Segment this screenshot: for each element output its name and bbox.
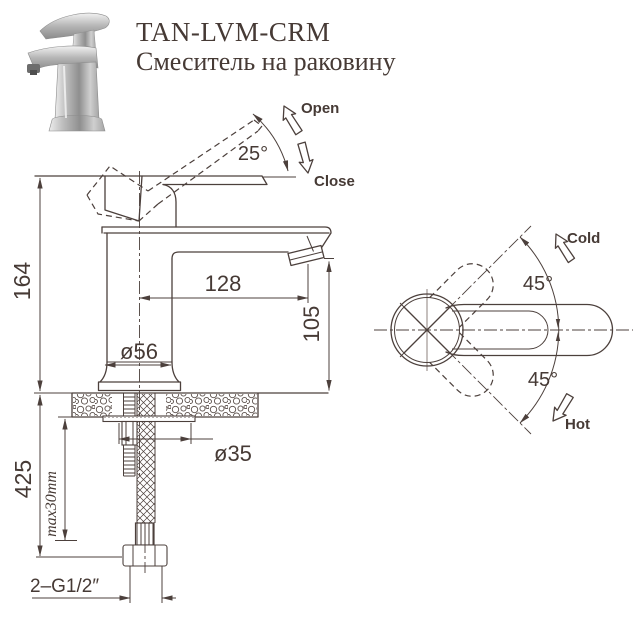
cold-arrow-icon: [554, 233, 576, 264]
top-view-body: [390, 293, 464, 367]
open-arrow-icon: [282, 105, 303, 136]
close-arrow-icon: [297, 141, 314, 174]
dimension-hole-diameter: ø35: [118, 423, 252, 466]
dimension-base-diameter: ø56: [104, 339, 172, 368]
dim-deck-thickness-label: max30mm: [43, 471, 60, 537]
dim-total-height-label: 164: [9, 262, 35, 301]
product-photo: [27, 12, 110, 132]
dim-hole-diameter-label: ø35: [214, 441, 252, 466]
dim-hose-length-label: 425: [10, 460, 36, 498]
cold-label: Cold: [567, 230, 600, 247]
threaded-stud: [123, 394, 135, 416]
dimension-spout-height: 105: [299, 258, 334, 391]
page-subtitle: Смеситель на раковину: [136, 47, 396, 76]
swing-hot-label: 45°: [528, 369, 558, 391]
handle-angle-label: 25°: [238, 143, 268, 165]
hose-end-fitting: [122, 522, 168, 573]
cold-hot-indicators: Cold Hot: [552, 230, 600, 433]
mounting-nut: [121, 420, 138, 446]
hot-arrow-icon: [552, 393, 574, 422]
dimension-spout-reach: 128: [139, 264, 309, 303]
dim-connection-label: 2–G1/2″: [30, 576, 99, 597]
swing-arc-dimension: 45° 45°: [519, 236, 561, 424]
hot-label: Hot: [565, 416, 590, 433]
swing-cold-label: 45°: [523, 273, 553, 295]
faucet-photo-illustration: [27, 12, 110, 132]
dim-spout-reach-label: 128: [205, 271, 242, 296]
faucet-body-outline: [97, 171, 332, 478]
dim-spout-height-label: 105: [299, 306, 324, 343]
dimension-hose-length: 425: [10, 394, 122, 558]
side-view-drawing: 25° Open Close: [9, 100, 355, 603]
supply-hose: [137, 394, 155, 523]
close-label: Close: [314, 173, 355, 190]
open-label: Open: [301, 100, 339, 117]
title-block: TAN-LVM-CRM Смеситель на раковину: [136, 17, 396, 77]
top-view-drawing: 45° 45° Cold Hot: [374, 225, 633, 435]
handle-open-position-dashed: [86, 119, 263, 222]
open-close-indicators: Open Close: [282, 100, 355, 190]
handle-angle-dimension: 25°: [238, 113, 296, 178]
top-view-handle: [445, 303, 614, 357]
aerator: [287, 235, 325, 267]
dimension-total-height: 164: [9, 177, 73, 394]
handle-lever: [34, 175, 268, 228]
counter-cross-section: [71, 392, 329, 523]
dim-base-diameter-label: ø56: [120, 339, 158, 364]
dimension-deck-thickness: max30mm: [43, 416, 77, 541]
page-title-model: TAN-LVM-CRM: [136, 17, 331, 47]
dimension-connection: 2–G1/2″: [30, 566, 176, 603]
top-view-handle-swing-dashed: [429, 263, 494, 397]
